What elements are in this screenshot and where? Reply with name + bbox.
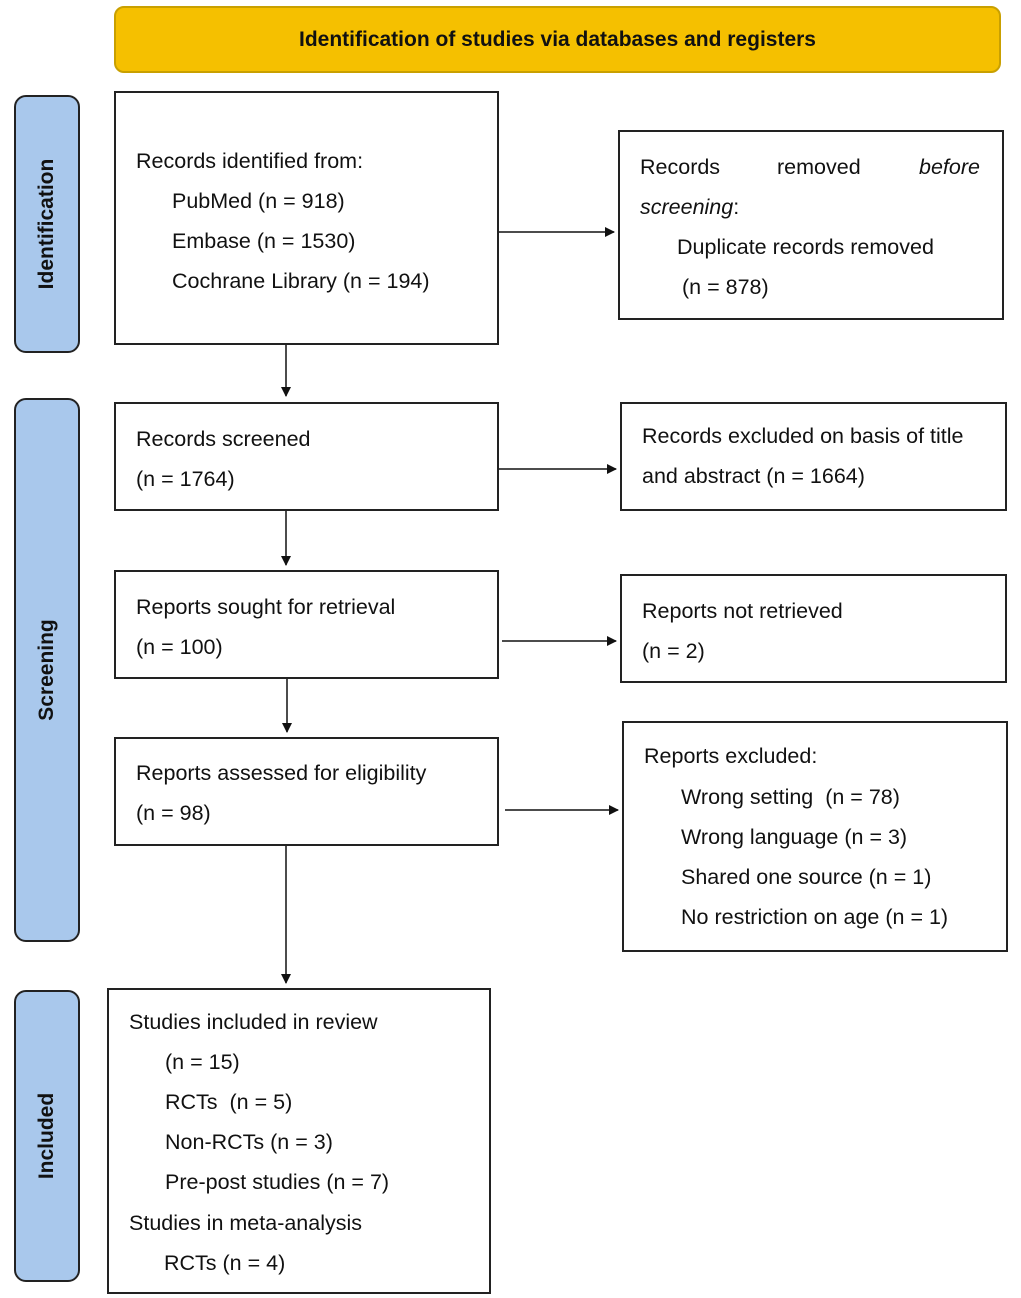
phase-included: Included — [14, 990, 80, 1282]
included-item: RCTs (n = 5) — [165, 1090, 293, 1114]
removed-word-before: before — [919, 155, 980, 179]
reports-not-retrieved-box: Reports not retrieved (n = 2) — [620, 574, 1007, 683]
studies-included-box: Studies included in review (n = 15) RCTs… — [107, 988, 491, 1294]
source-cochrane: Cochrane Library (n = 194) — [172, 269, 430, 293]
excluded-line2: and abstract (n = 1664) — [642, 464, 865, 488]
reports-excluded-heading: Reports excluded: — [644, 744, 818, 768]
identification-header: Identification of studies via databases … — [114, 6, 1001, 73]
reports-excluded-item: Wrong language (n = 3) — [681, 825, 908, 849]
phase-screening: Screening — [14, 398, 80, 942]
removed-word-removed: removed — [777, 155, 861, 179]
reports-excluded-box: Reports excluded: Wrong setting (n = 78)… — [622, 721, 1008, 952]
records-removed-box: Records removed before screening: Duplic… — [618, 130, 1004, 320]
removed-line-screening: screening: — [640, 187, 739, 227]
removed-colon: : — [733, 195, 740, 219]
removed-detail: Duplicate records removed — [677, 235, 934, 259]
sought-count: (n = 100) — [136, 635, 223, 659]
records-excluded-box: Records excluded on basis of title and a… — [620, 402, 1007, 511]
included-item: (n = 15) — [165, 1050, 240, 1074]
meta-item: RCTs (n = 4) — [164, 1251, 286, 1275]
not-retrieved-count: (n = 2) — [642, 639, 705, 663]
reports-excluded-item: Shared one source (n = 1) — [681, 865, 932, 889]
included-heading: Studies included in review — [129, 1010, 378, 1034]
reports-excluded-item: No restriction on age (n = 1) — [681, 905, 949, 929]
meta-heading: Studies in meta-analysis — [129, 1211, 363, 1235]
records-screened-box: Records screened (n = 1764) — [114, 402, 499, 511]
removed-count: (n = 878) — [682, 275, 769, 299]
records-identified-box: Records identified from: PubMed (n = 918… — [114, 91, 499, 345]
assessed-count: (n = 98) — [136, 801, 211, 825]
included-item: Pre-post studies (n = 7) — [165, 1170, 390, 1194]
removed-word-records: Records — [640, 155, 721, 179]
included-item: Non-RCTs (n = 3) — [165, 1130, 333, 1154]
assessed-label: Reports assessed for eligibility — [136, 761, 427, 785]
records-identified-heading: Records identified from: — [136, 149, 364, 173]
source-pubmed: PubMed (n = 918) — [172, 189, 345, 213]
sought-label: Reports sought for retrieval — [136, 595, 396, 619]
source-embase: Embase (n = 1530) — [172, 229, 356, 253]
header-title: Identification of studies via databases … — [299, 27, 816, 51]
removed-word-screening: screening — [640, 195, 734, 219]
not-retrieved-label: Reports not retrieved — [642, 599, 843, 623]
reports-sought-box: Reports sought for retrieval (n = 100) — [114, 570, 499, 679]
reports-assessed-box: Reports assessed for eligibility (n = 98… — [114, 737, 499, 846]
reports-excluded-item: Wrong setting (n = 78) — [681, 785, 900, 809]
screened-label: Records screened — [136, 427, 311, 451]
excluded-line1: Records excluded on basis of title — [642, 424, 964, 448]
phase-identification: Identification — [14, 95, 80, 353]
screened-count: (n = 1764) — [136, 467, 235, 491]
